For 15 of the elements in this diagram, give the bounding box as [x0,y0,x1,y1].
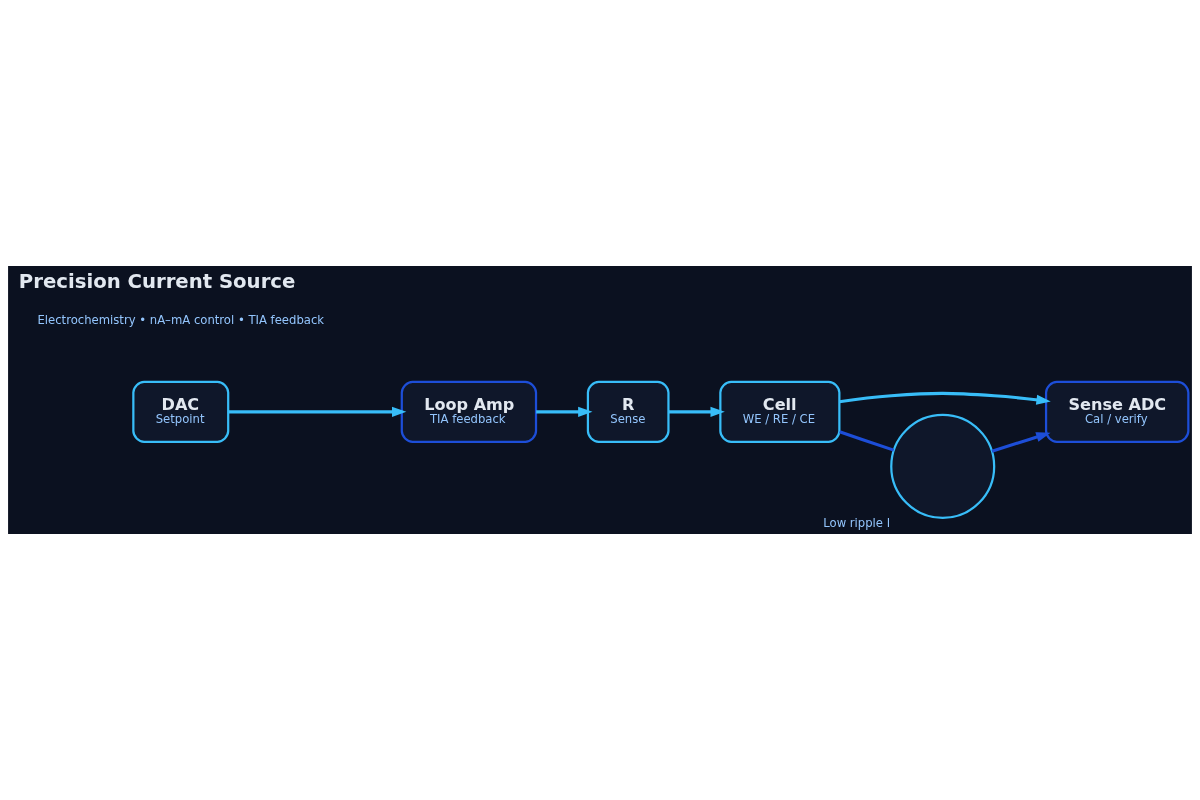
node-box: Sense ADC Cal / verify [1044,380,1190,443]
node-box: DAC Setpoint [132,380,230,443]
node-circle [890,413,996,519]
arrow [228,406,407,417]
node-box: Cell WE / RE / CE [719,380,841,443]
node-box: Loop Amp TIA feedback [400,380,538,443]
arrow [991,432,1051,453]
diagram-title: Precision Current Source [18,270,296,294]
node-box: R Sense [586,380,670,443]
node-label: Low ripple I [823,516,891,531]
label: Electrochemistry • nA–mA control • TIA feedback [37,312,325,327]
arrow [536,406,593,417]
connector [839,430,895,452]
arrow [668,406,725,417]
arrow [839,391,1051,405]
